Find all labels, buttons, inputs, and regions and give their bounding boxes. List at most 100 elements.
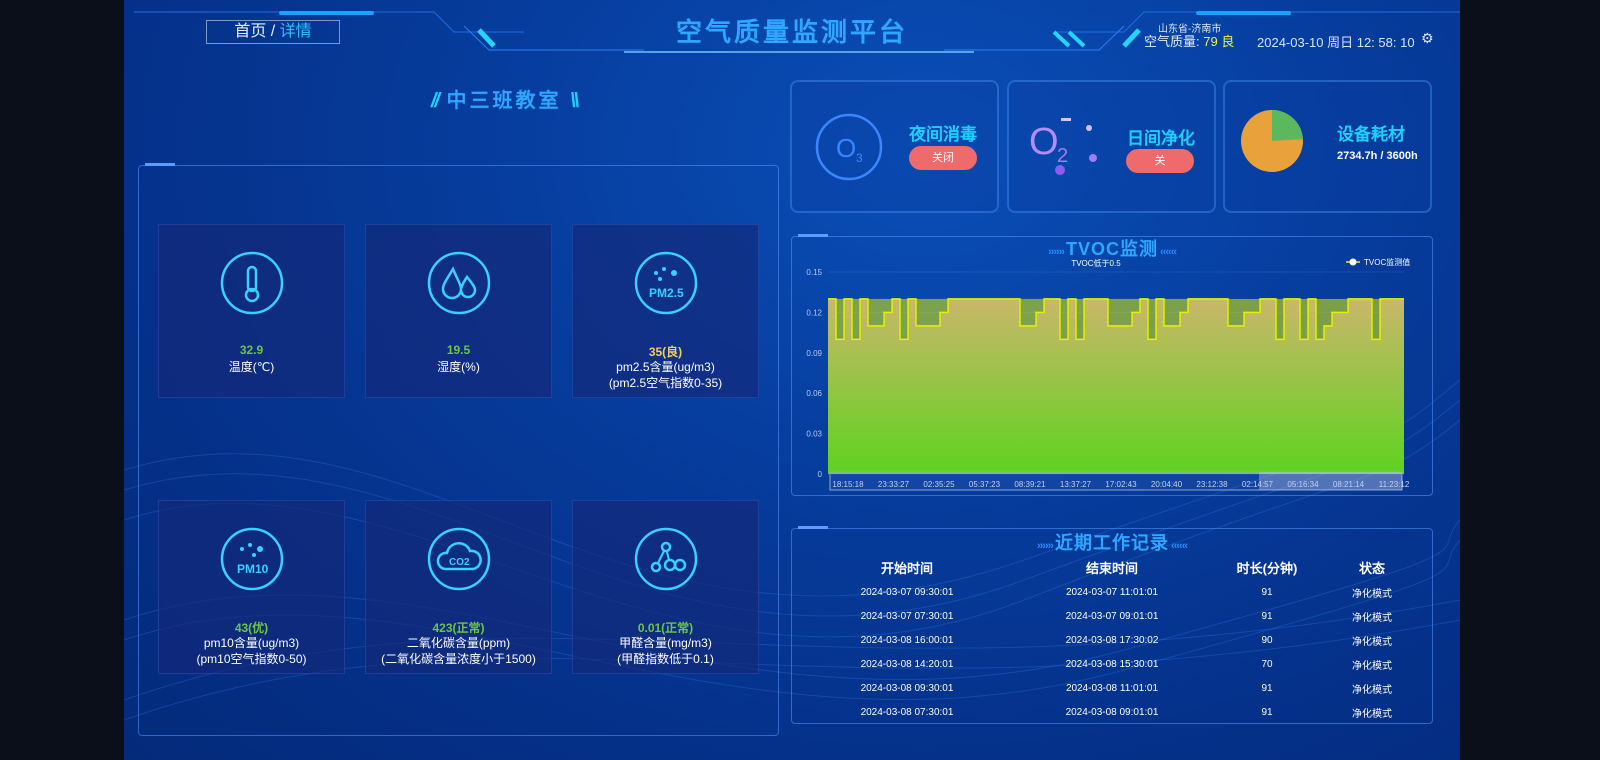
tvoc-spike-band [1124, 298, 1132, 326]
tvoc-spike-band [1164, 298, 1172, 326]
gear-icon[interactable]: ⚙ [1421, 30, 1434, 46]
tvoc-title: ›››››› TVOC监测 ‹‹‹‹‹‹ [792, 235, 1432, 261]
tvoc-spike-band [1116, 298, 1124, 326]
tvoc-spike-band [1020, 298, 1028, 326]
sensor-label-text: pm10含量(ug/m3) [203, 636, 300, 650]
breadcrumb-current: 详情 [279, 23, 312, 40]
duration-cell: 70 [1261, 658, 1273, 670]
sensor-label: 甲醛含量(mg/m3)(甲醛指数低于0.1) [573, 635, 758, 667]
col-end: 结束时间 [1085, 560, 1138, 576]
room-title: // 中三班教室 \\ [374, 84, 634, 113]
x-tick-label: 05:37:23 [969, 480, 1001, 489]
tvoc-spike-band [1236, 298, 1244, 326]
sensor-value: 0.01(正常) [637, 621, 694, 635]
night-disinfect-toggle[interactable]: 关闭 [909, 146, 977, 170]
svg-text:CO2: CO2 [449, 557, 470, 568]
tvoc-spike-band [1332, 298, 1340, 313]
tvoc-spike-band [884, 298, 892, 313]
night-disinfect-title: 夜间消毒 [909, 125, 977, 144]
tvoc-spike-band [924, 298, 932, 326]
tvoc-spike-band [1076, 298, 1084, 340]
breadcrumb-home[interactable]: 首页 [234, 23, 267, 40]
sensor-card: 19.5 湿度(%) [365, 224, 552, 398]
y-tick-label: 0 [818, 470, 823, 479]
sensor-label-text: pm2.5含量(ug/m3) [616, 360, 715, 374]
tvoc-spike-band [1060, 298, 1068, 340]
location-label: 山东省-济南市 [1158, 24, 1222, 35]
tvoc-spike-band [1316, 298, 1324, 340]
tvoc-spike-band [1148, 298, 1156, 340]
sensor-card: PM10 43(优) pm10含量(ug/m3)(pm10空气指数0-50) [158, 500, 345, 674]
end-time-cell: 2024-03-08 09:01:01 [1065, 706, 1159, 718]
x-tick-label: 18:15:18 [832, 480, 864, 489]
status-cell: 净化模式 [1352, 636, 1392, 648]
zoom-slider-window[interactable] [1259, 472, 1402, 490]
tvoc-spike-band [868, 298, 876, 326]
tvoc-spike-band [1340, 298, 1348, 313]
sensor-label-text: 甲醛含量(mg/m3) [619, 636, 712, 650]
y-tick-label: 0.15 [806, 268, 822, 277]
tvoc-spike-band [1228, 298, 1236, 326]
status-cell: 净化模式 [1352, 684, 1392, 696]
svg-text:O: O [1029, 121, 1059, 163]
records-title: ›››››› 近期工作记录 ‹‹‹‹‹‹ [792, 529, 1432, 555]
tvoc-spike-band [1028, 298, 1036, 326]
pie-remaining-slice [1272, 110, 1303, 141]
consumable-usage: 2734.7h / 3600h [1337, 150, 1418, 162]
svg-text:O: O [836, 133, 856, 163]
tvoc-spike-band [1172, 298, 1180, 326]
humidity-icon [427, 251, 491, 315]
sensor-label-text: 二氧化碳含量(ppm) [406, 636, 511, 650]
air-quality-level: 良 [1221, 34, 1235, 49]
sensor-sub-label: (二氧化碳含量浓度小于1500) [381, 652, 536, 666]
y-tick-label: 0.06 [806, 389, 822, 398]
sensor-sub-label: (pm2.5空气指数0-35) [608, 376, 723, 390]
sensor-panel [138, 163, 779, 736]
room-name: 中三班教室 [446, 90, 562, 112]
x-tick-label: 02:35:25 [923, 480, 955, 489]
sensor-label-text: 温度(℃) [228, 360, 275, 374]
end-time-cell: 2024-03-07 09:01:01 [1065, 610, 1159, 622]
sensor-sub-label: (pm10空气指数0-50) [196, 652, 307, 666]
x-tick-label: 08:21:14 [1333, 480, 1365, 489]
x-tick-label: 17:02:43 [1105, 480, 1137, 489]
chevrons-left-icon: ‹‹‹‹‹‹ [1158, 246, 1177, 258]
start-time-cell: 2024-03-07 09:30:01 [860, 586, 954, 598]
consumable-card: 设备耗材 2734.7h / 3600h [1223, 80, 1432, 213]
legend-marker [1349, 258, 1357, 266]
sensor-label: 温度(℃) [159, 359, 344, 375]
tvoc-spike-band [876, 298, 884, 326]
start-time-cell: 2024-03-08 14:20:01 [860, 658, 954, 670]
sensor-card: 0.01(正常) 甲醛含量(mg/m3)(甲醛指数低于0.1) [572, 500, 759, 674]
tvoc-spike-band [836, 298, 844, 340]
sensor-value: 43(优) [234, 621, 269, 635]
x-tick-label: 23:12:38 [1196, 480, 1228, 489]
sensor-value: 32.9 [239, 343, 264, 357]
svg-text:PM2.5: PM2.5 [649, 286, 684, 300]
start-time-cell: 2024-03-08 16:00:01 [860, 634, 954, 646]
x-tick-label: 23:33:27 [878, 480, 910, 489]
col-duration: 时长(分钟) [1236, 560, 1298, 576]
duration-cell: 91 [1261, 610, 1273, 622]
start-time-cell: 2024-03-08 07:30:01 [860, 706, 954, 718]
tvoc-spike-band [1372, 298, 1380, 340]
backslash-decor-icon: \\ [570, 90, 579, 112]
status-cell: 净化模式 [1352, 660, 1392, 672]
air-quality-readout: 空气质量: 79 良 [1144, 31, 1234, 50]
page-title: 空气质量监测平台 [675, 17, 908, 47]
day-purify-toggle[interactable]: 关 [1126, 149, 1194, 173]
slash-decor-icon: // [430, 90, 440, 112]
sensor-label: pm2.5含量(ug/m3) (pm2.5空气指数0-35) [573, 359, 758, 391]
col-status: 状态 [1358, 560, 1385, 576]
tvoc-spike-band [1244, 298, 1252, 313]
sensor-card: CO2 423(正常) 二氧化碳含量(ppm)(二氧化碳含量浓度小于1500) [365, 500, 552, 674]
tvoc-title-text: TVOC监测 [1065, 239, 1158, 259]
tvoc-spike-band [1252, 298, 1260, 313]
start-time-cell: 2024-03-08 09:30:01 [860, 682, 954, 694]
